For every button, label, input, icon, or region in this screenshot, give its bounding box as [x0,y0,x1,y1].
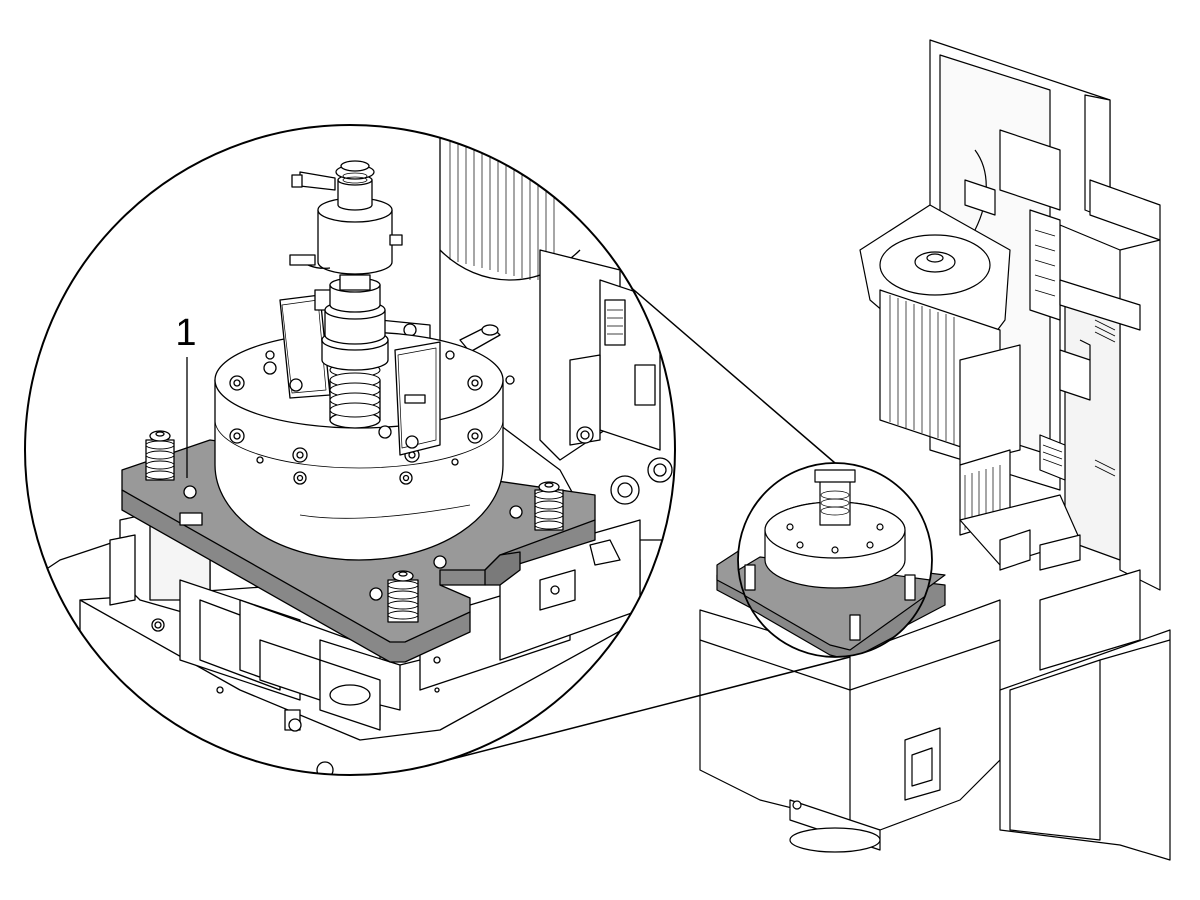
spring-stud-right [534,481,564,531]
magnified-detail-circle [24,124,676,776]
small-detail-contents [738,463,932,657]
machine-base [699,494,1171,861]
table-bolts [229,350,483,485]
spring-stud-front [387,570,419,623]
central-spindle [289,160,403,429]
callout-label: 1 [175,312,196,354]
spring-coils [329,362,381,418]
callout-1: 1 [175,312,197,478]
spring-stud-left [145,430,175,481]
machine-assembly [699,39,1171,861]
spindle-motor [859,204,1066,536]
small-detail-circle [737,462,933,658]
